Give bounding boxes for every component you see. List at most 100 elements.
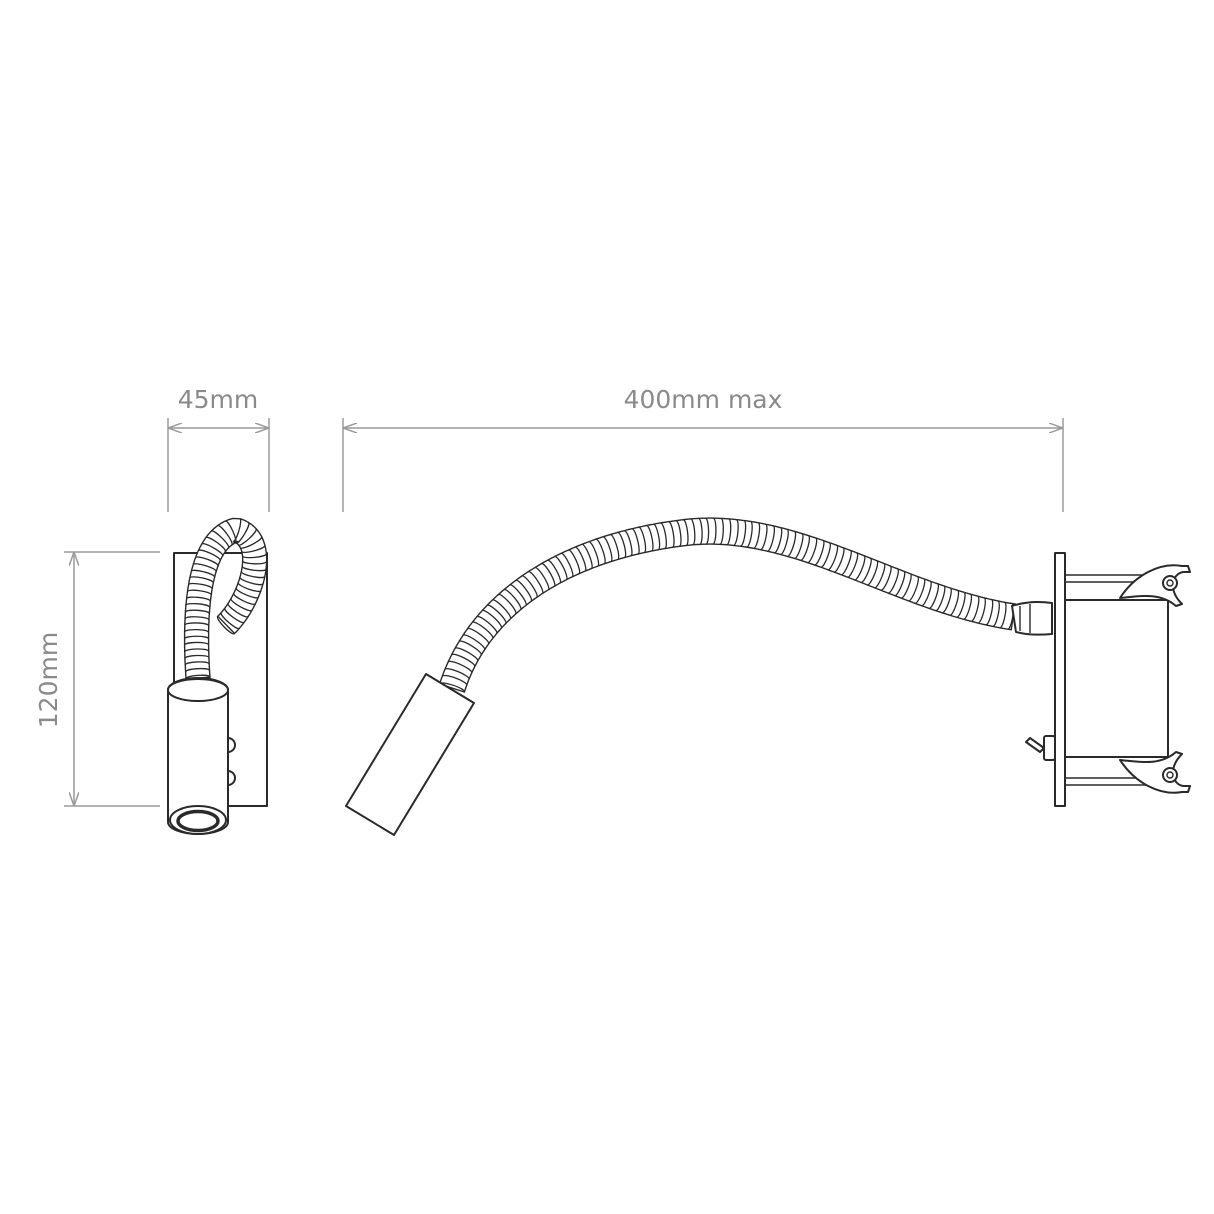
neck-coil bbox=[466, 627, 490, 645]
neck-coil bbox=[833, 547, 845, 573]
side-spring-clip-top bbox=[1119, 564, 1191, 607]
neck-coil bbox=[667, 521, 675, 549]
neck-coil bbox=[534, 567, 550, 591]
neck-coil bbox=[441, 674, 468, 686]
neck-coil bbox=[985, 598, 994, 626]
neck-coil bbox=[197, 549, 221, 562]
neck-coil bbox=[745, 520, 753, 548]
neck-coil bbox=[588, 541, 600, 567]
neck-coil bbox=[637, 526, 647, 554]
front-view-lamp bbox=[167, 517, 268, 835]
neck-coil bbox=[444, 668, 470, 680]
neck-coil bbox=[192, 563, 217, 573]
neck-coil bbox=[185, 596, 212, 603]
neck-coil bbox=[185, 602, 211, 609]
neck-coil bbox=[497, 593, 517, 615]
neck-coil bbox=[471, 621, 494, 640]
neck-coil bbox=[239, 535, 263, 549]
side-spring-clip-bottom bbox=[1119, 751, 1191, 794]
neck-coil bbox=[560, 552, 574, 578]
neck-coil bbox=[454, 647, 479, 662]
neck-coil bbox=[237, 581, 262, 592]
neck-coil bbox=[227, 602, 249, 618]
neck-coil bbox=[567, 549, 581, 575]
neck-coil bbox=[184, 616, 210, 621]
neck-coil bbox=[462, 634, 486, 651]
neck-coil bbox=[216, 615, 235, 635]
neck-coil bbox=[934, 585, 946, 612]
neck-coil bbox=[241, 552, 268, 559]
neck-coil bbox=[553, 555, 568, 581]
neck-coil bbox=[521, 575, 538, 599]
neck-coil bbox=[232, 517, 242, 543]
neck-coil bbox=[224, 520, 237, 544]
neck-coil bbox=[928, 583, 939, 609]
neck-coil bbox=[962, 593, 973, 620]
neck-coil bbox=[503, 589, 522, 611]
neck-coil bbox=[999, 601, 1007, 629]
neck-coil bbox=[458, 640, 482, 656]
neck-coil bbox=[827, 544, 839, 571]
neck-coil bbox=[920, 580, 932, 607]
neck-coil bbox=[602, 536, 613, 563]
dimension-label-height: 120mm bbox=[34, 632, 63, 728]
side-view-lamp bbox=[345, 517, 1191, 836]
neck-coil bbox=[645, 524, 654, 552]
neck-coil bbox=[820, 542, 831, 568]
neck-coil bbox=[201, 543, 224, 557]
neck-coil bbox=[689, 518, 696, 546]
neck-coil bbox=[623, 530, 633, 557]
neck-coil bbox=[609, 533, 620, 561]
neck-coil bbox=[184, 609, 211, 615]
neck-coil bbox=[860, 557, 872, 584]
dimension-label-length: 400mm max bbox=[624, 385, 783, 414]
neck-coil bbox=[581, 543, 593, 570]
neck-coil bbox=[183, 635, 210, 640]
neck-coil bbox=[955, 591, 966, 618]
neck-coil bbox=[220, 611, 241, 630]
neck-coil bbox=[595, 538, 606, 565]
neck-coil bbox=[515, 579, 533, 603]
neck-coil bbox=[725, 518, 732, 546]
neck-coil bbox=[481, 609, 503, 629]
front-gooseneck bbox=[183, 517, 268, 680]
neck-coil bbox=[631, 528, 640, 555]
neck-coil bbox=[652, 523, 661, 551]
neck-coil bbox=[184, 648, 210, 653]
side-mount-plate bbox=[1054, 552, 1175, 807]
neck-coil bbox=[866, 560, 879, 586]
neck-coil bbox=[739, 519, 747, 547]
neck-coil bbox=[712, 517, 717, 545]
side-gooseneck bbox=[438, 517, 1016, 693]
neck-coil bbox=[752, 522, 761, 549]
neck-coil bbox=[900, 573, 912, 599]
neck-coil bbox=[616, 531, 627, 559]
neck-coil bbox=[546, 559, 562, 584]
neck-coil bbox=[759, 523, 768, 551]
neck-coil bbox=[190, 569, 216, 578]
neck-coil bbox=[853, 555, 866, 581]
neck-coil bbox=[184, 661, 210, 666]
neck-coil bbox=[732, 518, 739, 547]
neck-coil bbox=[527, 571, 544, 595]
neck-coil bbox=[241, 544, 266, 554]
neck-coil bbox=[205, 536, 226, 553]
neck-coil bbox=[846, 552, 859, 578]
neck-coil bbox=[183, 641, 210, 646]
neck-coil bbox=[914, 578, 926, 604]
side-toggle-switch bbox=[1025, 735, 1056, 761]
neck-coil bbox=[476, 615, 498, 635]
dimension-width-front: 45mm bbox=[167, 385, 270, 512]
neck-coil bbox=[887, 568, 899, 594]
dimension-height-front: 120mm bbox=[34, 551, 160, 807]
neck-coil bbox=[224, 607, 245, 624]
neck-coil bbox=[450, 653, 476, 668]
neck-coil bbox=[719, 517, 724, 546]
neck-coil bbox=[873, 562, 886, 589]
neck-coil bbox=[239, 576, 264, 586]
neck-coil bbox=[235, 587, 260, 599]
neck-coil bbox=[509, 584, 527, 607]
side-neck-connector bbox=[1011, 601, 1053, 636]
neck-coil bbox=[799, 534, 810, 561]
dimension-length-side: 400mm max bbox=[342, 385, 1064, 512]
